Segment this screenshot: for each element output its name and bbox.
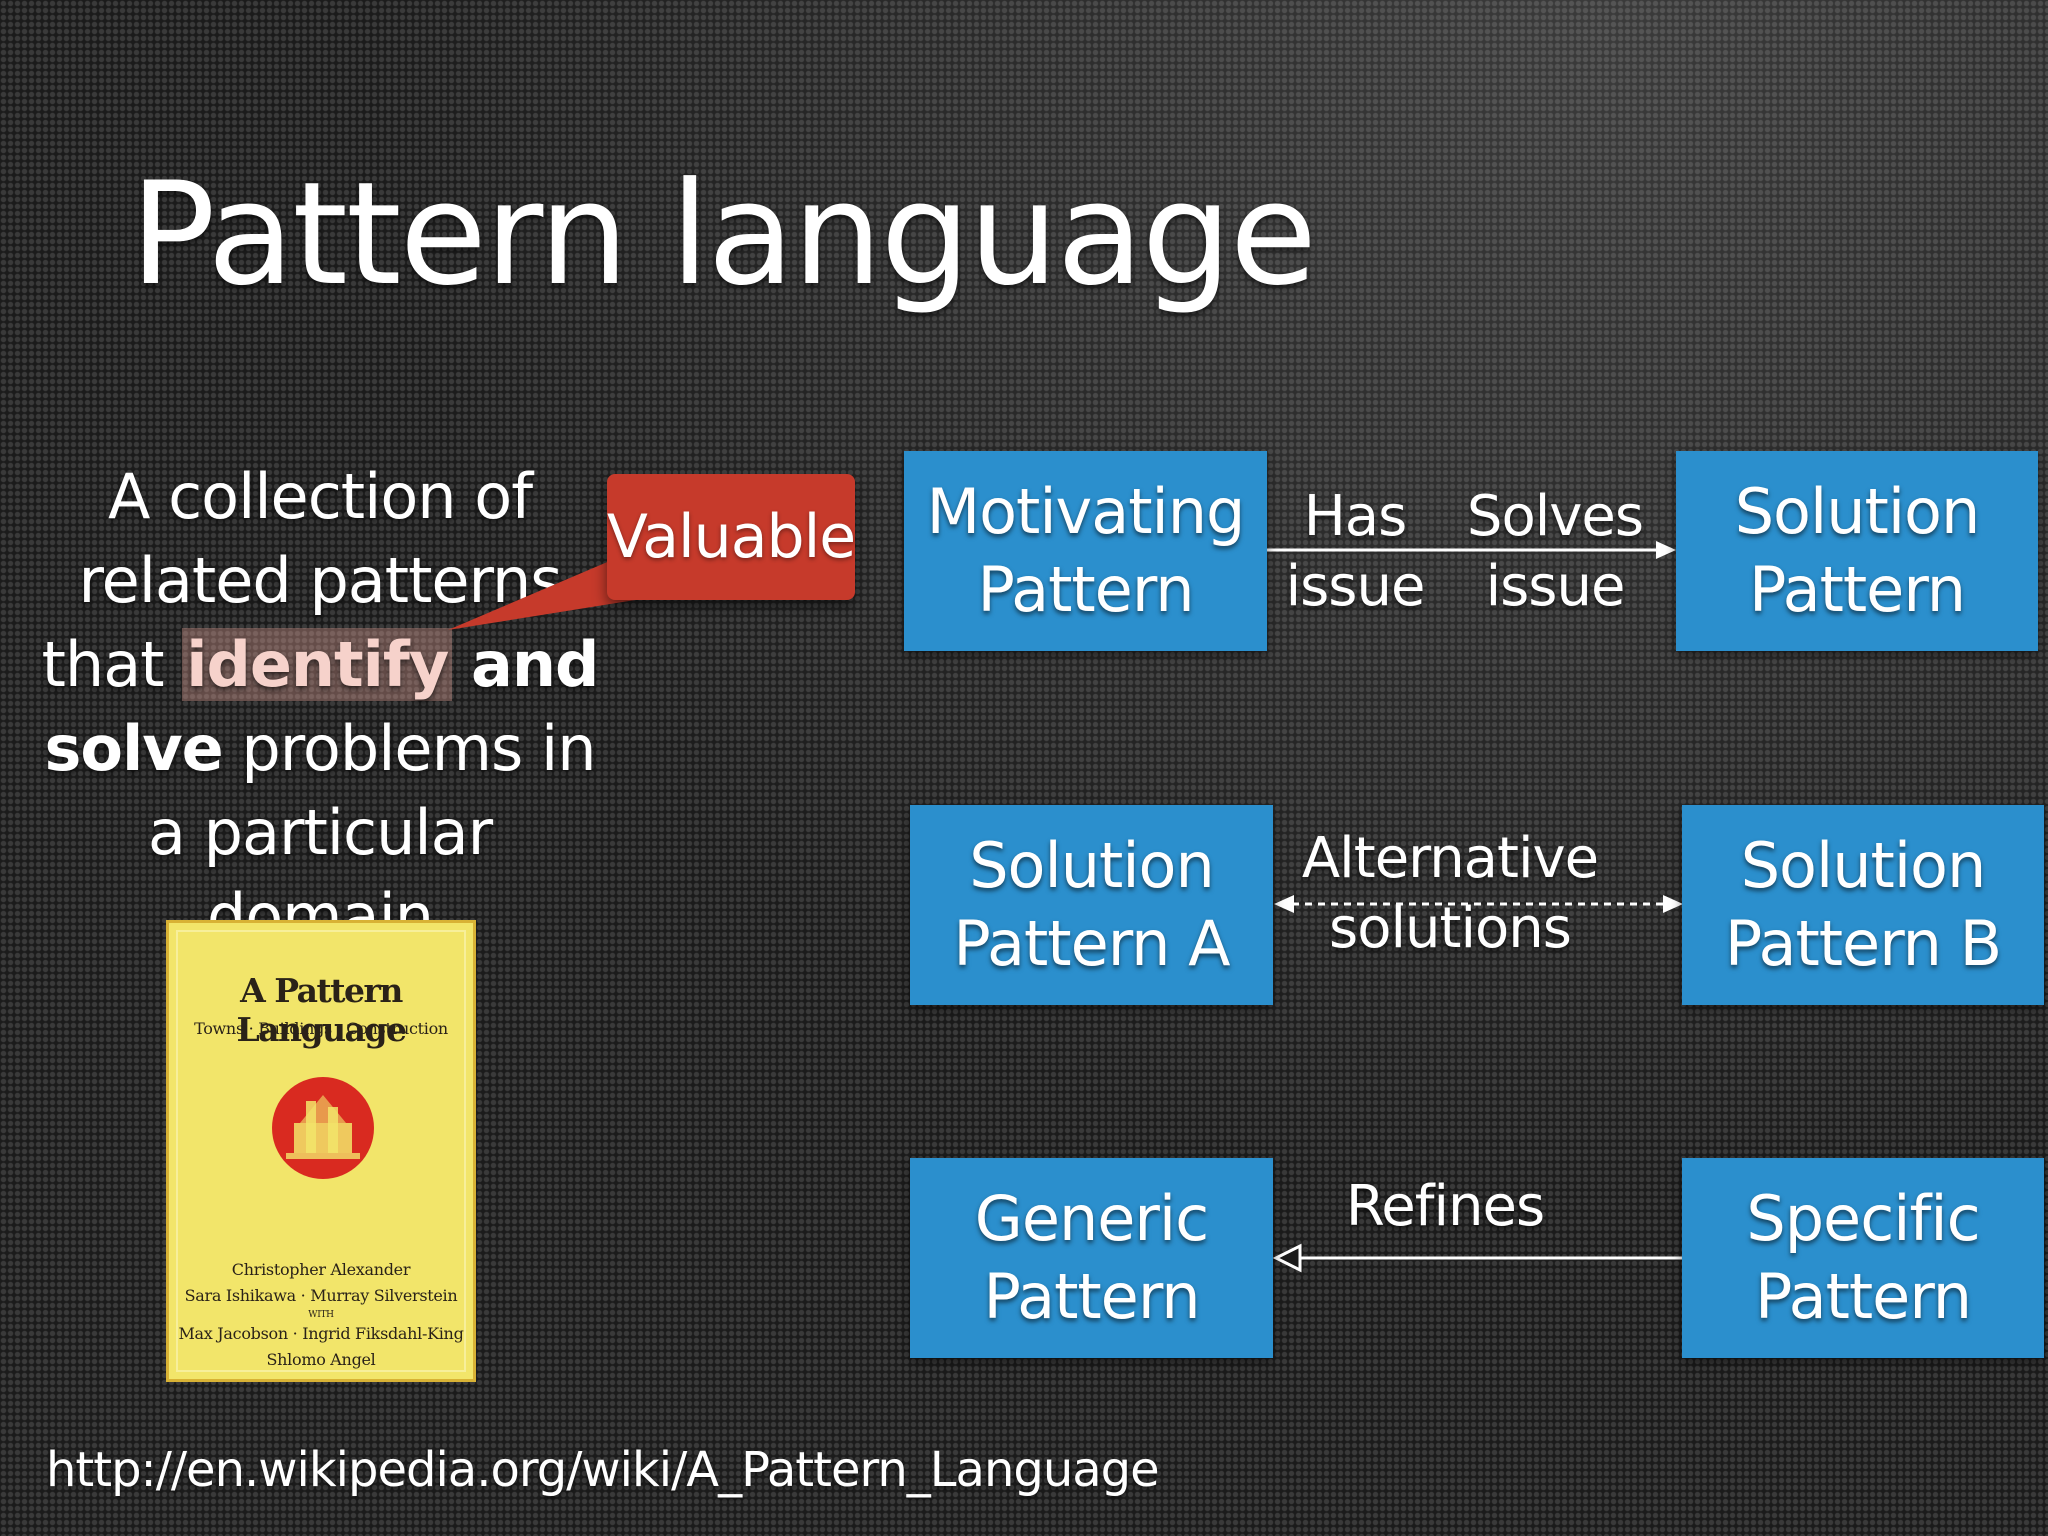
description-problems-in: problems in (241, 712, 595, 785)
book-emblem-icon (270, 1075, 376, 1181)
box-line: Pattern (977, 551, 1193, 629)
motivating-pattern-box: Motivating Pattern (904, 451, 1267, 651)
label-line: issue (1280, 552, 1430, 622)
generic-pattern-box: Generic Pattern (910, 1158, 1273, 1358)
box-line: Generic (975, 1180, 1208, 1258)
description-line-4: solve problems in (30, 707, 610, 791)
book-author-line-2: Sara Ishikawa · Murray Silverstein (169, 1283, 473, 1309)
description-word-that: that (42, 628, 183, 701)
box-line: Specific (1746, 1180, 1979, 1258)
description-line-1: A collection of (30, 455, 610, 539)
box-line: Solution (1735, 473, 1980, 551)
solution-pattern-box: Solution Pattern (1676, 451, 2038, 651)
slide-title: Pattern language (130, 150, 1315, 320)
box-line: Pattern (1755, 1258, 1971, 1336)
highlight-identify: identify (182, 628, 452, 701)
specific-pattern-box: Specific Pattern (1682, 1158, 2044, 1358)
valuable-callout: Valuable (607, 474, 855, 600)
arrowhead-right-filled-2 (1663, 895, 1683, 913)
solution-pattern-b-box: Solution Pattern B (1682, 805, 2044, 1005)
box-line: Pattern B (1725, 905, 2001, 983)
has-issue-label: Has issue (1280, 482, 1430, 622)
book-author-line-3: Max Jacobson · Ingrid Fiksdahl-King (169, 1321, 473, 1347)
book-subtitle: Towns · Buildings · Construction (169, 1019, 473, 1038)
description-line-3: that identify and (30, 623, 610, 707)
callout-label: Valuable (607, 502, 855, 572)
solves-issue-label: Solves issue (1465, 482, 1645, 622)
box-line: Solution (969, 827, 1214, 905)
arrowhead-left-hollow (1276, 1246, 1300, 1270)
bold-and: and (471, 628, 598, 701)
book-with: WITH (169, 1309, 473, 1321)
label-line: Alternative (1290, 824, 1610, 894)
solution-pattern-a-box: Solution Pattern A (910, 805, 1273, 1005)
box-line: Pattern (1749, 551, 1965, 629)
description-text: A collection of related patterns that id… (30, 455, 610, 959)
source-url: http://en.wikipedia.org/wiki/A_Pattern_L… (46, 1440, 1159, 1500)
box-line: Solution (1741, 827, 1986, 905)
bold-solve: solve (44, 712, 222, 785)
arrowhead-right-filled (1656, 541, 1676, 559)
book-authors: Christopher Alexander Sara Ishikawa · Mu… (169, 1257, 473, 1373)
label-line: Has (1280, 482, 1430, 552)
description-line-2: related patterns (30, 539, 610, 623)
book-author-line-4: Shlomo Angel (169, 1347, 473, 1373)
box-line: Motivating (927, 473, 1245, 551)
box-line: Pattern (983, 1258, 1199, 1336)
box-line: Pattern A (953, 905, 1229, 983)
book-cover-image: A Pattern Language Towns · Buildings · C… (166, 920, 476, 1382)
alternative-solutions-label: Alternative solutions (1290, 824, 1610, 964)
label-line: solutions (1290, 894, 1610, 964)
label-line: Solves (1465, 482, 1645, 552)
book-author-line-1: Christopher Alexander (169, 1257, 473, 1283)
refines-label: Refines (1320, 1172, 1570, 1242)
label-line: issue (1465, 552, 1645, 622)
